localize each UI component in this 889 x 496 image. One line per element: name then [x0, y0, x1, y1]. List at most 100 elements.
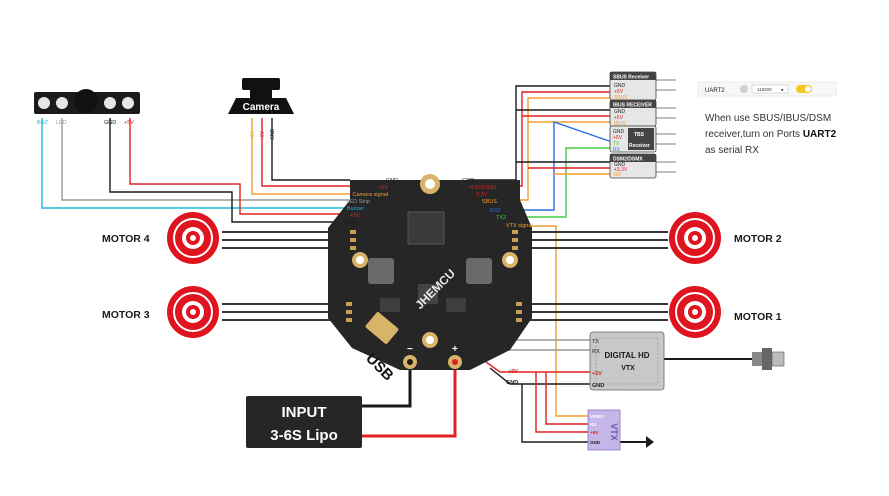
dsm-pin-rx: RX: [614, 172, 622, 178]
right-pad-labels: GND 4.5V(USB) 3.3V SBUS RX2 TX2 VTX sign…: [462, 178, 533, 229]
pad-left-camera-signal: Camera signal: [353, 192, 388, 198]
motor-2-label: MOTOR 2: [734, 233, 782, 245]
note-line-2: receiver,turn on Ports UART2: [705, 129, 837, 140]
camera-label: Camera: [243, 102, 280, 113]
label-gnd: GND: [104, 120, 116, 126]
pad-left-gnd-2: GND: [344, 220, 356, 226]
motor-4-icon: [167, 212, 219, 264]
wire-battery-negative: [362, 368, 412, 408]
ibus-pin-5v: +5V: [614, 115, 624, 121]
avtx-pin-5v: +5V: [590, 430, 598, 435]
usb-port[interactable]: [365, 311, 399, 344]
flight-controller-board: JHEMCU − +: [328, 174, 532, 370]
wire-led-gnd: [109, 118, 350, 223]
pad-right-33v: 3.3V: [476, 192, 488, 198]
baud-value: 115200: [757, 87, 772, 92]
avtx-label: VTX: [609, 423, 619, 441]
wire-avtx-5v: [535, 372, 596, 433]
vtx-wire-gnd: GND: [506, 380, 518, 386]
avtx-pin-rx: RX: [590, 422, 596, 427]
pad-right-vtx-signal: VTX signal: [506, 223, 533, 229]
led-strip: [34, 89, 140, 114]
tbs-title: TBS: [634, 132, 645, 138]
analog-vtx: VTX VIDEO RX +5V GND: [587, 409, 654, 451]
baud-select[interactable]: [751, 84, 789, 94]
tbs-pin-rx: RX: [613, 147, 621, 153]
dvtx-pin-rx: RX: [592, 349, 600, 355]
ibus-pin-ibus: IBUS: [614, 121, 626, 127]
uart-setting: UART2 115200 ▾: [697, 81, 837, 97]
tbs-pin-5v: +5V: [613, 135, 623, 141]
pad-left-led-strip: LED Strip: [346, 199, 370, 205]
left-pad-labels: GND +5V Camera signal LED Strip Buzzer +…: [344, 178, 398, 226]
pad-left-buzzer: Buzzer: [347, 206, 364, 212]
pad-left-gnd-1: GND: [386, 178, 398, 184]
motor-2-icon: [669, 212, 721, 264]
label-5v: +5V: [124, 120, 134, 126]
wire-dvtx-9v: [485, 361, 590, 373]
dvtx-title-2: VTX: [621, 365, 635, 372]
wire-buzzer: [41, 118, 350, 209]
wires: [41, 85, 752, 443]
motor-4-label: MOTOR 4: [102, 233, 150, 245]
note-line-2-pre: receiver,turn on Ports: [705, 129, 803, 140]
pad-right-sbus: SBUS: [482, 199, 497, 205]
pad-left-5v-2: +5V: [350, 213, 360, 219]
vtx-wire-9v: +9V: [508, 369, 518, 375]
camera-wire-2: +5V: [260, 130, 266, 140]
pad-right-rx2: RX2: [490, 208, 501, 214]
arrow-right-icon: [646, 436, 654, 448]
note-uart2: UART2: [803, 129, 837, 140]
receiver-sbus: SBUS Receiver GND +5V SBUS: [609, 71, 676, 101]
motor-3-icon: [167, 286, 219, 338]
battery-input: INPUT 3-6S Lipo: [246, 396, 362, 448]
wire-sbus-gnd: [468, 85, 612, 181]
uart-note: When use SBUS/IBUS/DSM receiver,turn on …: [705, 113, 837, 156]
dvtx-pin-tx: TX: [592, 339, 599, 345]
led-strip-labels: BUZ LED GND +5V: [37, 120, 134, 126]
label-buz: BUZ: [37, 120, 49, 126]
wire-led-strip: [61, 118, 350, 201]
input-line-2: 3-6S Lipo: [270, 427, 338, 444]
toggle-off-icon[interactable]: [740, 85, 748, 93]
chevron-down-icon: ▾: [781, 88, 784, 94]
negative-pad-label: −: [407, 344, 413, 355]
camera-wire-1: +5V: [250, 130, 256, 140]
wire-led-5v: [129, 118, 350, 215]
pad-right-tx2: TX2: [496, 215, 506, 221]
tbs-pin-gnd: GND: [613, 129, 625, 135]
wire-camera-5v: [261, 118, 350, 187]
dvtx-pin-5v: +5V: [592, 371, 602, 377]
digital-vtx: DIGITAL HD VTX TX RX +5V GND: [589, 331, 665, 391]
uart-name: UART2: [705, 88, 725, 94]
antenna-connector-icon: [752, 348, 785, 370]
wire-avtx-gnd: [521, 384, 596, 443]
label-led: LED: [56, 120, 67, 126]
avtx-pin-gnd: GND: [590, 440, 601, 445]
pad-right-45v: 4.5V(USB): [470, 185, 496, 191]
buzzer-icon: [74, 89, 98, 113]
dsm-title: DSM2/DSMX: [613, 157, 643, 163]
dvtx-pin-gnd: GND: [592, 383, 604, 389]
note-line-3: as serial RX: [705, 145, 759, 156]
motor-1-icon: [669, 286, 721, 338]
note-line-1: When use SBUS/IBUS/DSM: [705, 113, 831, 124]
wire-sbus-5v: [510, 91, 612, 187]
sbus-title: SBUS Receiver: [613, 75, 649, 81]
motor-3-label: MOTOR 3: [102, 309, 150, 321]
ibus-pin-gnd: GND: [614, 109, 626, 115]
camera-wire-3: GND: [270, 129, 276, 141]
receiver-ibus: IBUS RECEIVER GND +5V IBUS: [609, 99, 676, 127]
sbus-pin-sbus: SBUS: [614, 95, 628, 101]
tbs-subtitle: Receiver: [629, 143, 650, 149]
motor-1-label: MOTOR 1: [734, 311, 782, 323]
camera: Camera +5V +5V GND: [228, 78, 294, 140]
receiver-dsm: DSM2/DSMX GND +3.3V RX: [609, 153, 676, 179]
wire-dvtx-gnd: [489, 367, 590, 385]
ibus-title: IBUS RECEIVER: [613, 103, 652, 109]
receiver-tbs: TBS Receiver GND +5V TX RX: [609, 125, 676, 153]
wire-camera-gnd: [271, 118, 350, 181]
input-line-1: INPUT: [282, 404, 327, 421]
wire-battery-positive: [362, 368, 457, 438]
